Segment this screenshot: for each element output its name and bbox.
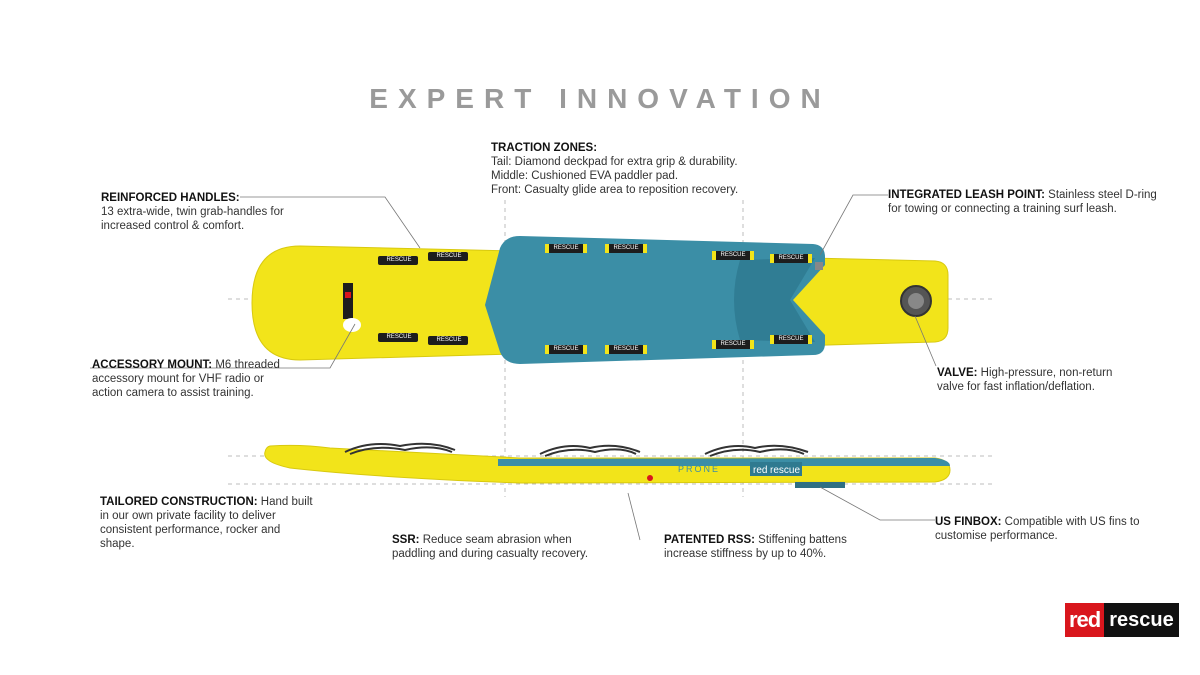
leader-lines bbox=[90, 194, 937, 541]
handles-side bbox=[344, 442, 809, 457]
callout-line: customise performance. bbox=[935, 530, 1058, 542]
handle-caps bbox=[545, 244, 812, 354]
callout-heading: INTEGRATED LEASH POINT: bbox=[888, 189, 1045, 201]
callout-leash-point: INTEGRATED LEASH POINT: Stainless steel … bbox=[888, 188, 1157, 216]
callout-line: Tail: Diamond deckpad for extra grip & d… bbox=[491, 156, 738, 168]
handle-label: RESCUE bbox=[778, 255, 804, 261]
callout-text: Stainless steel D-ring bbox=[1048, 189, 1157, 201]
brand-logo: red rescue bbox=[1065, 603, 1179, 637]
handle-label: RESCUE bbox=[778, 336, 804, 342]
callout-reinforced-handles: REINFORCED HANDLES: 13 extra-wide, twin … bbox=[101, 191, 284, 233]
callout-line: action camera to assist training. bbox=[92, 387, 254, 399]
board-top-view bbox=[251, 236, 949, 364]
handle-label: RESCUE bbox=[386, 257, 412, 263]
callout-text: Reduce seam abrasion when bbox=[422, 534, 572, 546]
handle-label: RESCUE bbox=[553, 245, 579, 251]
callout-text: Stiffening battens bbox=[758, 534, 847, 546]
tail-diamond-pad bbox=[734, 258, 815, 342]
callout-traction-zones: TRACTION ZONES: Tail: Diamond deckpad fo… bbox=[491, 141, 738, 197]
side-brand-badge bbox=[750, 462, 802, 476]
callout-line: consistent performance, rocker and bbox=[100, 524, 281, 536]
handle-label: RESCUE bbox=[553, 346, 579, 352]
callout-line: accessory mount for VHF radio or bbox=[92, 373, 264, 385]
callout-heading: REINFORCED HANDLES: bbox=[101, 192, 240, 204]
callout-line: in our own private facility to deliver bbox=[100, 510, 276, 522]
handles-top bbox=[378, 244, 812, 354]
callout-line: valve for fast inflation/deflation. bbox=[937, 381, 1095, 393]
callout-text: High-pressure, non-return bbox=[980, 367, 1113, 379]
callout-valve: VALVE: High-pressure, non-return valve f… bbox=[937, 366, 1112, 394]
callout-text: M6 threaded bbox=[215, 359, 280, 371]
handle-label: RESCUE bbox=[613, 346, 639, 352]
callout-line: Front: Casualty glide area to reposition… bbox=[491, 184, 739, 196]
callout-heading: TAILORED CONSTRUCTION: bbox=[100, 496, 258, 508]
callout-heading: ACCESSORY MOUNT: bbox=[92, 359, 213, 371]
handle-label: RESCUE bbox=[613, 245, 639, 251]
callout-text: Hand built bbox=[260, 496, 313, 508]
callout-line: Middle: Cushioned EVA paddler pad. bbox=[491, 170, 679, 182]
callout-ssr: SSR: Reduce seam abrasion when paddling … bbox=[392, 533, 588, 561]
callout-line: 13 extra-wide, twin grab-handles for bbox=[101, 206, 284, 218]
callout-us-finbox: US FINBOX: Compatible with US fins to cu… bbox=[935, 515, 1140, 543]
handle-label: RESCUE bbox=[720, 252, 746, 258]
svg-text:rescue: rescue bbox=[770, 465, 800, 476]
accessory-mount bbox=[343, 283, 353, 319]
callout-accessory-mount: ACCESSORY MOUNT: M6 threaded accessory m… bbox=[92, 358, 280, 400]
callout-line: shape. bbox=[100, 538, 135, 550]
logo-rescue: rescue bbox=[1104, 603, 1179, 637]
callout-heading: TRACTION ZONES: bbox=[491, 142, 598, 154]
handle-label: RESCUE bbox=[720, 341, 746, 347]
board-side-view: PRONE red rescue bbox=[264, 442, 951, 488]
callout-patented-rss: PATENTED RSS: Stiffening battens increas… bbox=[664, 533, 847, 561]
callout-line: increase stiffness by up to 40%. bbox=[664, 548, 827, 560]
callout-line: paddling and during casualty recovery. bbox=[392, 548, 589, 560]
handle-label: RESCUE bbox=[436, 253, 462, 259]
handle-label: RESCUE bbox=[436, 337, 462, 343]
callout-heading: SSR: bbox=[392, 534, 420, 546]
leash-d-ring bbox=[815, 262, 823, 270]
accessory-mount-base bbox=[343, 318, 361, 332]
callout-line: increased control & comfort. bbox=[101, 220, 245, 232]
logo-red: red bbox=[1065, 603, 1105, 637]
callout-tailored-construction: TAILORED CONSTRUCTION: Hand built in our… bbox=[100, 495, 313, 551]
handle-label: RESCUE bbox=[386, 334, 412, 340]
svg-text:red: red bbox=[753, 465, 767, 476]
callout-heading: VALVE: bbox=[937, 367, 978, 379]
callout-line: for towing or connecting a training surf… bbox=[888, 203, 1117, 215]
side-rail-top bbox=[498, 458, 950, 466]
side-prone-text: PRONE bbox=[678, 464, 720, 474]
callout-heading: PATENTED RSS: bbox=[664, 534, 755, 546]
callout-text: Compatible with US fins to bbox=[1004, 516, 1140, 528]
callout-heading: US FINBOX: bbox=[935, 516, 1002, 528]
us-finbox bbox=[795, 482, 845, 488]
page-title: EXPERT INNOVATION bbox=[369, 83, 831, 114]
